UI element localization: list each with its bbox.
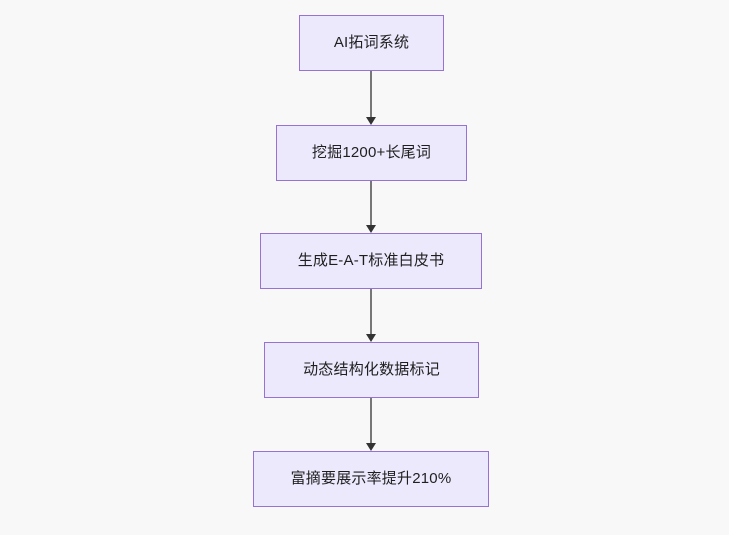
flow-node-5-label: 富摘要展示率提升210% (290, 470, 452, 487)
flow-node-1[interactable]: AI拓词系统 (299, 15, 444, 71)
flow-edge-2-line (370, 181, 372, 225)
flow-edge-1-arrowhead (366, 117, 376, 125)
flow-edge-3-line (370, 289, 372, 334)
flow-node-5[interactable]: 富摘要展示率提升210% (253, 451, 489, 507)
flow-edge-3-arrowhead (366, 334, 376, 342)
flow-node-1-label: AI拓词系统 (333, 34, 410, 51)
flow-edge-4-arrowhead (366, 443, 376, 451)
flow-node-3[interactable]: 生成E-A-T标准白皮书 (260, 233, 482, 289)
flow-node-4[interactable]: 动态结构化数据标记 (264, 342, 479, 398)
flow-edge-1-line (370, 71, 372, 117)
flow-node-4-label: 动态结构化数据标记 (303, 361, 440, 378)
flow-node-3-label: 生成E-A-T标准白皮书 (297, 252, 445, 269)
flow-edge-4-line (370, 398, 372, 443)
flow-node-2-label: 挖掘1200+长尾词 (311, 144, 432, 161)
flow-edge-2-arrowhead (366, 225, 376, 233)
flow-node-2[interactable]: 挖掘1200+长尾词 (276, 125, 467, 181)
